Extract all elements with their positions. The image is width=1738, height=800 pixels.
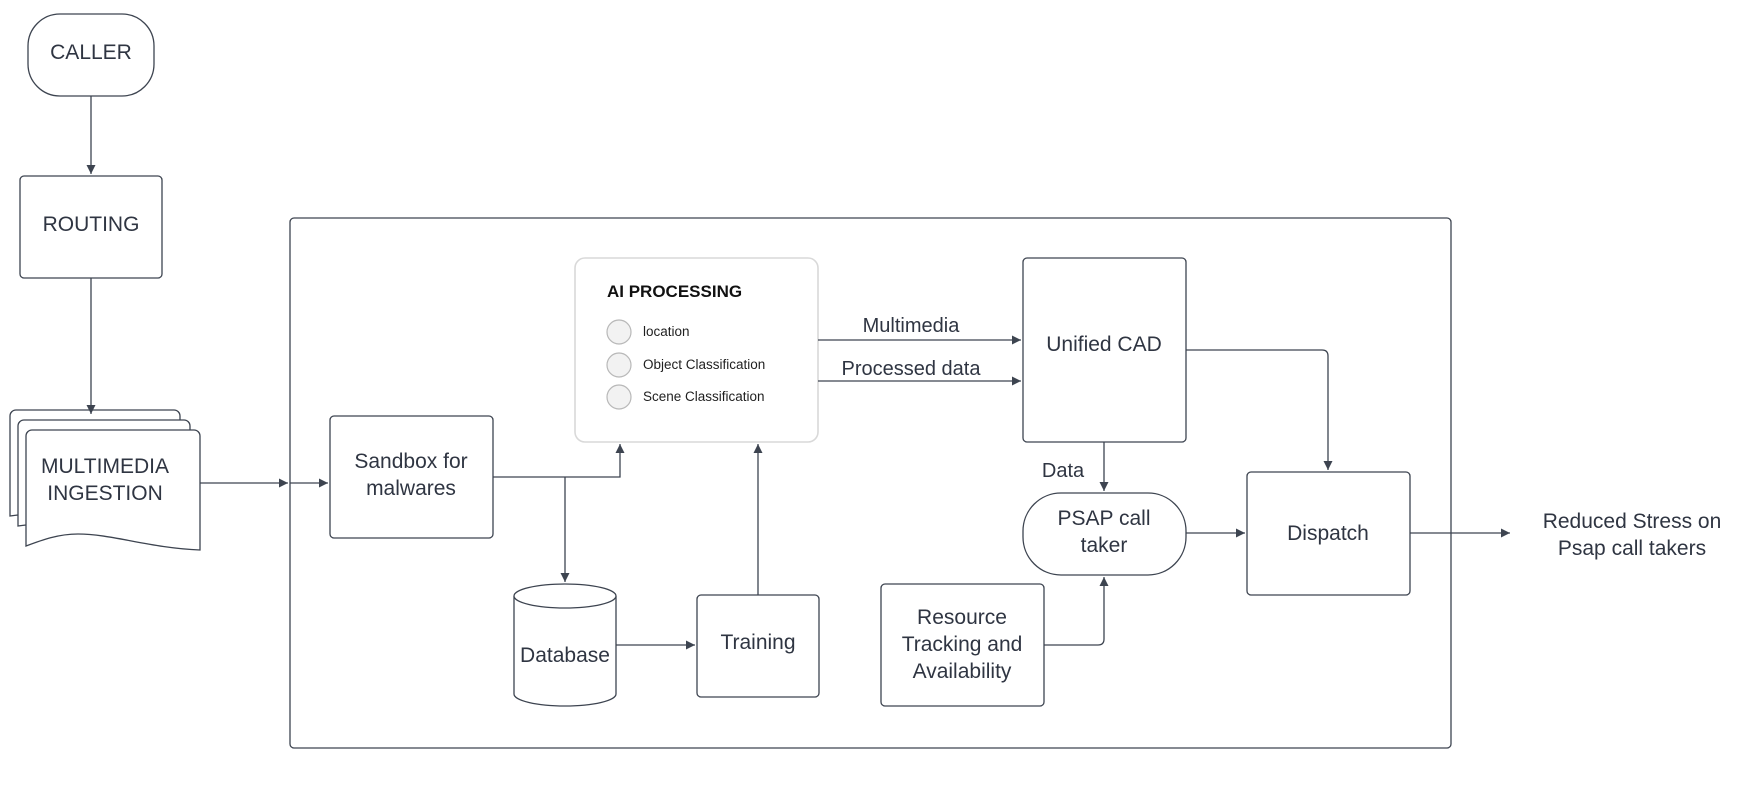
bullet-icon	[606, 384, 632, 410]
ai-item-object-classification: Object Classification	[643, 357, 765, 372]
ai-processing-title: AI PROCESSING	[607, 282, 742, 301]
edge-sandbox-ai	[493, 444, 625, 478]
routing-label: ROUTING	[43, 213, 140, 236]
resource-label-line-1: Resource	[917, 606, 1007, 629]
training-label: Training	[720, 631, 795, 654]
edge-resource-psap	[1044, 577, 1109, 646]
training-node: Training	[696, 594, 820, 698]
dispatch-node: Dispatch	[1246, 471, 1411, 596]
edge-label-multimedia: Multimedia	[863, 315, 961, 337]
ai-processing-card: AI PROCESSING location Object Classifica…	[574, 257, 819, 443]
unified-cad-label: Unified CAD	[1046, 333, 1162, 356]
sandbox-label-line-1: Sandbox for	[354, 450, 467, 473]
database-node: Database	[513, 583, 617, 707]
routing-node: ROUTING	[19, 175, 163, 279]
outcome-label-line-1: Reduced Stress on	[1543, 510, 1722, 533]
ingestion-label-line-2: INGESTION	[47, 482, 163, 505]
ingestion-node: MULTIMEDIA INGESTION	[9, 409, 201, 551]
psap-node: PSAP call taker	[1022, 492, 1187, 576]
bullet-icon	[606, 319, 632, 345]
database-label: Database	[520, 644, 610, 667]
edge-label-data: Data	[1042, 460, 1085, 482]
dispatch-label: Dispatch	[1287, 522, 1369, 545]
ingestion-label-line-1: MULTIMEDIA	[41, 455, 169, 478]
caller-label: CALLER	[50, 41, 132, 64]
resource-label-line-3: Availability	[913, 660, 1012, 683]
caller-node: CALLER	[27, 13, 155, 97]
outcome-label-line-2: Psap call takers	[1558, 537, 1706, 560]
unified-cad-node: Unified CAD	[1022, 257, 1187, 443]
bullet-icon	[606, 352, 632, 378]
ai-item-scene-classification: Scene Classification	[643, 389, 765, 404]
psap-label-line-1: PSAP call	[1058, 507, 1151, 530]
ai-item-location: location	[643, 324, 690, 339]
edge-label-processed-data: Processed data	[842, 358, 982, 380]
psap-label-line-2: taker	[1081, 534, 1128, 557]
resource-node: Resource Tracking and Availability	[880, 583, 1045, 707]
sandbox-label-line-2: malwares	[366, 477, 456, 500]
edge-cad-dispatch	[1186, 349, 1333, 470]
sandbox-node: Sandbox for malwares	[329, 415, 494, 539]
resource-label-line-2: Tracking and	[902, 633, 1023, 656]
